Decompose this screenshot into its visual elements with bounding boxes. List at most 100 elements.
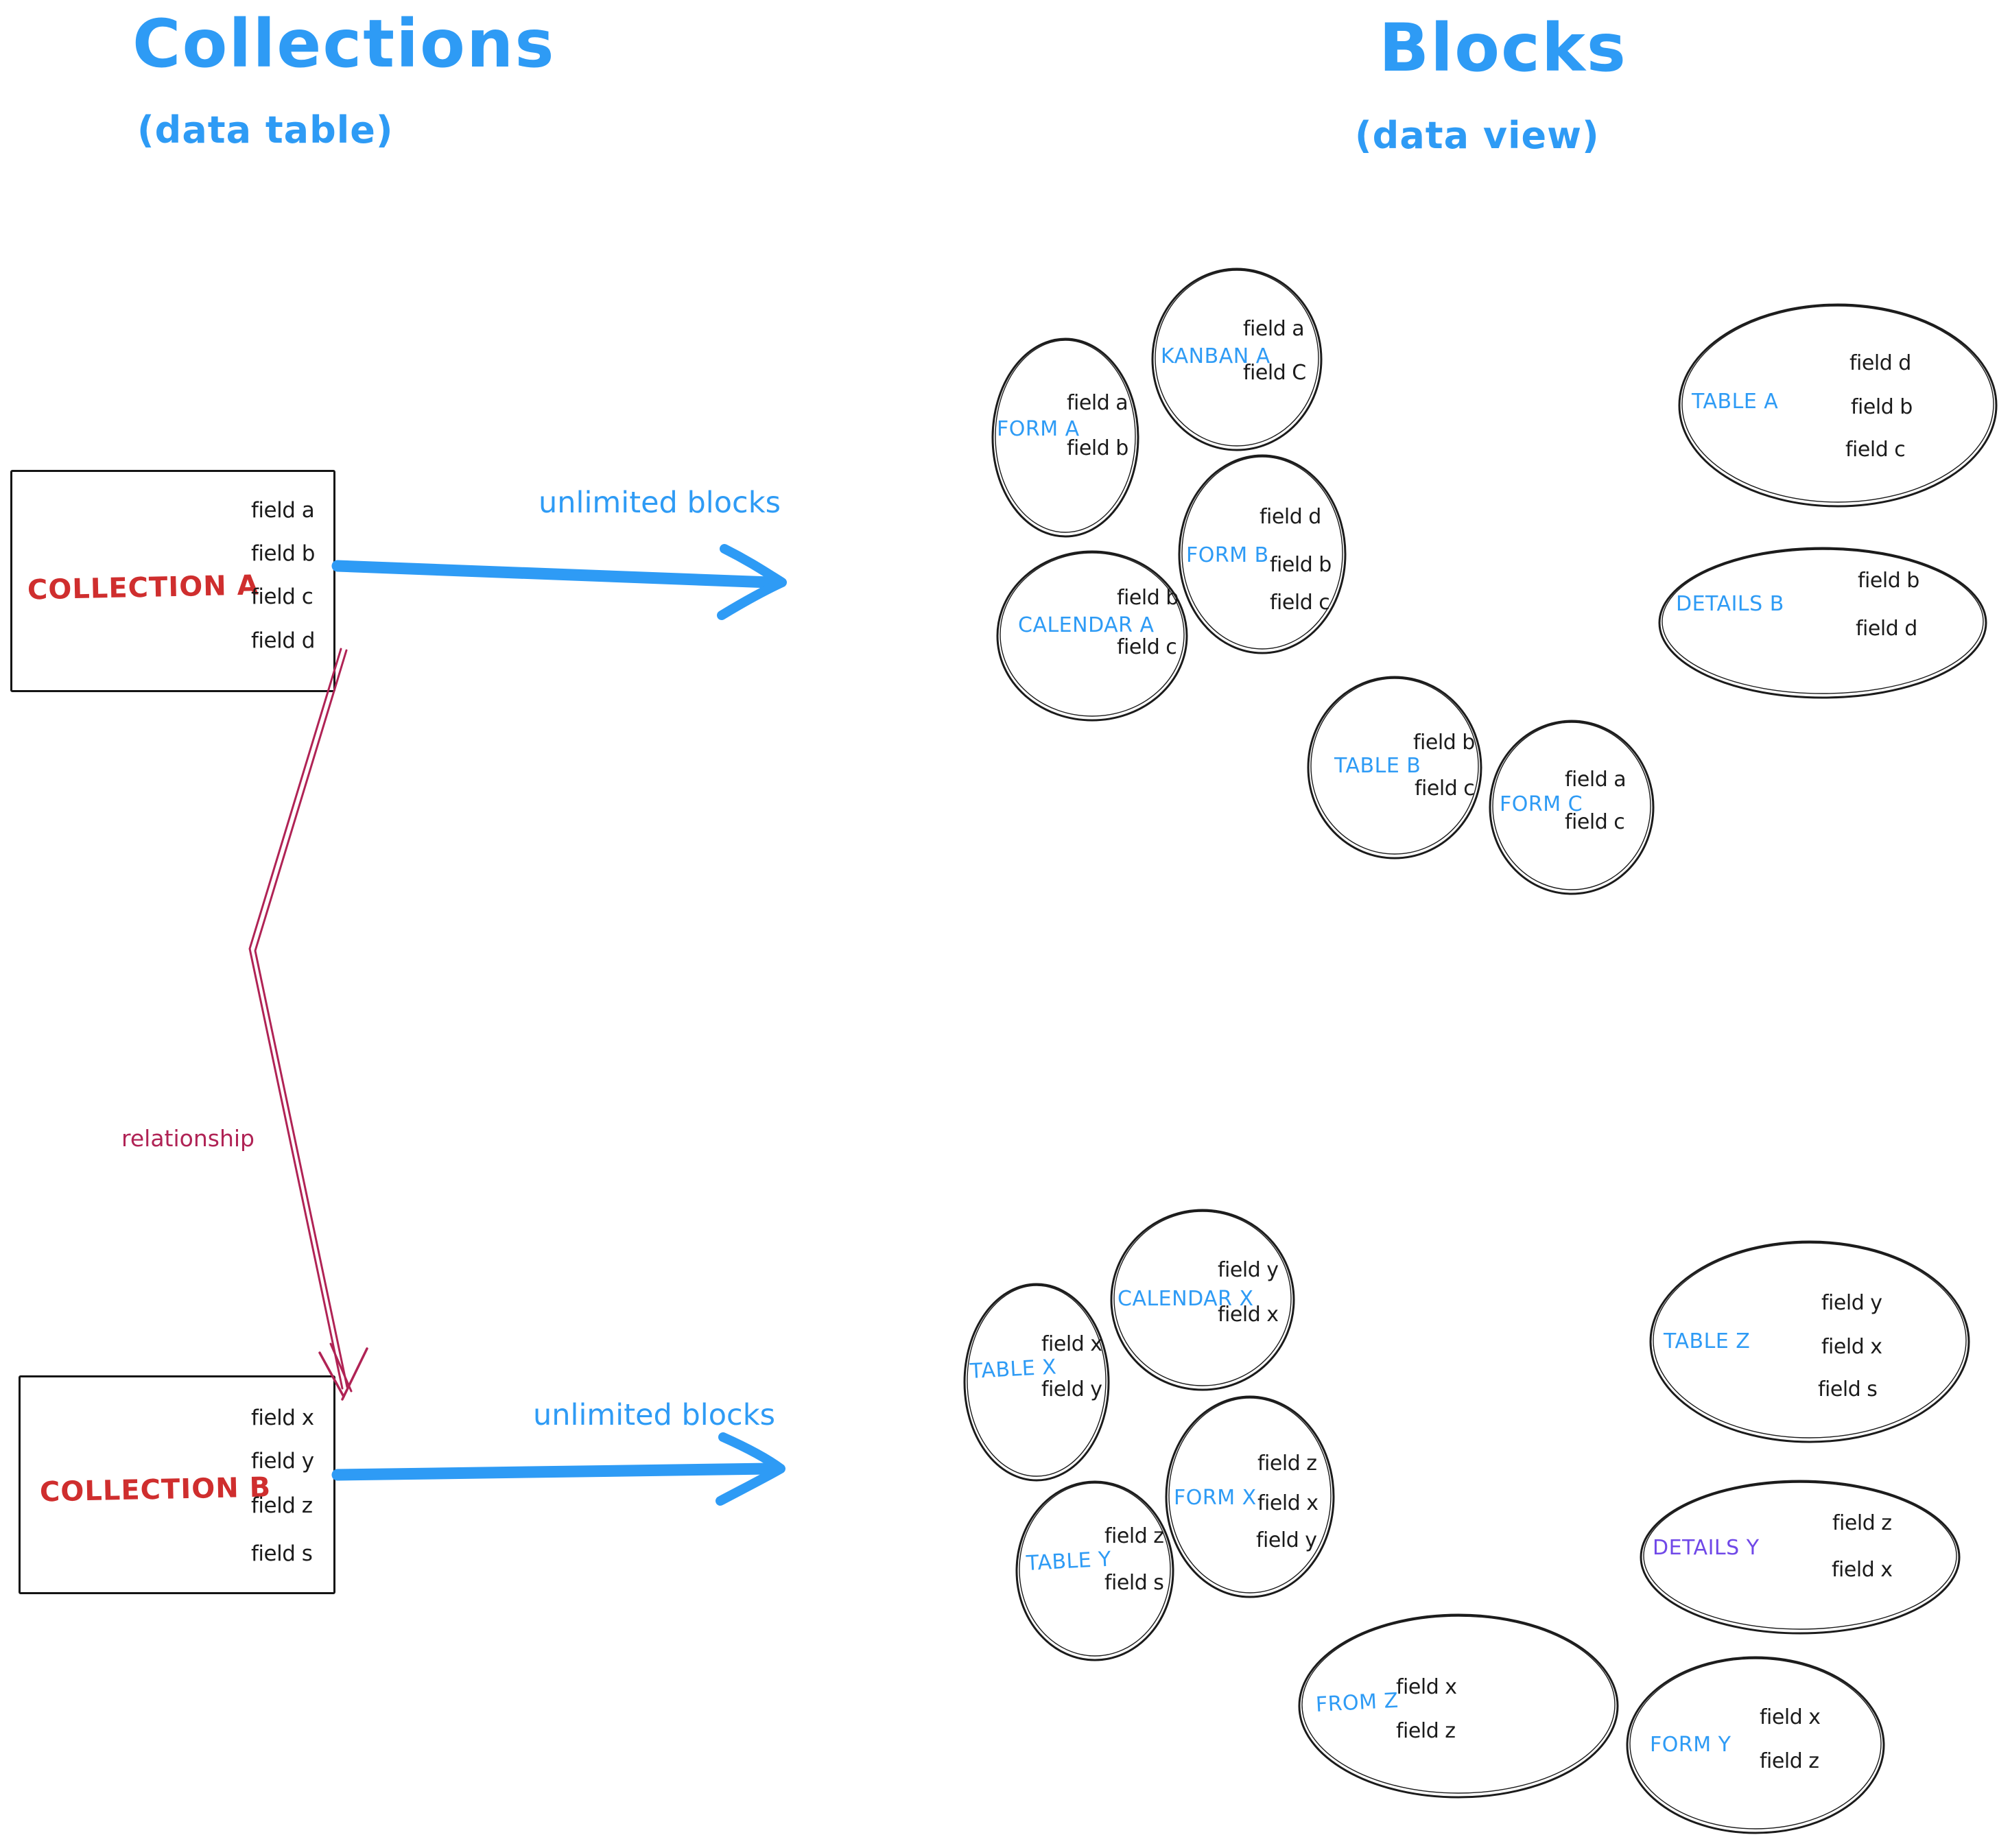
block-calendar-x: CALENDAR X field y field x: [1109, 1207, 1297, 1393]
collection-a-box: COLLECTION A field a field b field c fie…: [10, 470, 335, 692]
block-field: field x: [1218, 1303, 1279, 1327]
block-label: TABLE Z: [1664, 1329, 1751, 1353]
ellipse-outline: [963, 1283, 1110, 1482]
ellipse-outline: [1307, 676, 1482, 860]
block-field: field z: [1832, 1511, 1892, 1535]
ellipse-outline: [1658, 547, 1987, 699]
block-details-b: DETAILS B field b field d: [1657, 545, 1989, 700]
block-field: field b: [1858, 569, 1919, 593]
ellipse-outline: [1489, 720, 1655, 895]
block-field: field y: [1821, 1291, 1882, 1315]
block-label: KANBAN A: [1161, 344, 1270, 368]
block-table-x: TABLE X field x field y: [962, 1281, 1111, 1484]
block-field: field c: [1845, 438, 1906, 462]
collection-a-name: COLLECTION A: [27, 569, 259, 606]
block-field: field x: [1760, 1705, 1821, 1729]
collection-b-name: COLLECTION B: [39, 1471, 272, 1508]
block-label: CALENDAR X: [1118, 1287, 1254, 1311]
block-table-b: TABLE B field b field c: [1305, 674, 1484, 861]
block-label: TABLE Y: [1026, 1547, 1112, 1576]
block-form-y: FORM Y field x field z: [1624, 1655, 1887, 1836]
block-field: field d: [1260, 505, 1321, 529]
ellipse-outline: [1640, 1480, 1961, 1635]
block-field: field y: [1218, 1258, 1279, 1282]
block-from-z: FROM Z field x field z: [1297, 1612, 1621, 1801]
collection-b-field: field s: [251, 1541, 313, 1566]
block-field: field x: [1821, 1335, 1882, 1359]
block-field: field y: [1041, 1377, 1102, 1401]
block-field: field x: [1041, 1332, 1102, 1356]
ellipse-outline: [1626, 1656, 1885, 1834]
ellipse-outline: [996, 550, 1188, 722]
block-table-a: TABLE A field d field b field c: [1677, 302, 1999, 509]
block-label: DETAILS B: [1676, 592, 1784, 616]
collection-a-field: field c: [251, 584, 314, 609]
block-table-z: TABLE Z field y field x field s: [1648, 1239, 1972, 1445]
ellipse-outline: [1015, 1480, 1174, 1661]
collection-a-field: field a: [251, 498, 315, 523]
unlimited-blocks-label-a: unlimited blocks: [539, 486, 781, 520]
ellipse-outline: [1298, 1613, 1619, 1799]
block-field: field d: [1856, 617, 1917, 641]
block-field: field a: [1067, 391, 1128, 415]
block-label: FORM X: [1174, 1486, 1257, 1510]
block-form-c: FORM C field a field c: [1487, 718, 1656, 897]
block-form-a: FORM A field a field b: [990, 336, 1141, 539]
collection-a-field: field b: [251, 541, 315, 566]
block-field: field a: [1565, 768, 1627, 792]
block-field: field y: [1256, 1528, 1317, 1552]
block-field: field c: [1565, 810, 1625, 834]
block-label: FORM C: [1500, 792, 1583, 816]
block-field: field z: [1104, 1524, 1164, 1548]
block-field: field x: [1396, 1675, 1457, 1699]
blocks-title: Blocks: [1379, 10, 1627, 86]
block-field: field d: [1849, 351, 1911, 375]
ellipse-outline: [1178, 454, 1347, 654]
block-field: field c: [1270, 591, 1330, 615]
block-label: FORM B: [1186, 543, 1269, 567]
block-form-b: FORM B field d field b field c: [1177, 453, 1348, 656]
ellipse-outline: [1110, 1209, 1295, 1391]
collection-b-box: COLLECTION B field x field y field z fie…: [19, 1375, 335, 1594]
unlimited-blocks-arrow-b: [331, 1432, 785, 1506]
block-field: field b: [1413, 731, 1475, 755]
block-field: field b: [1270, 553, 1332, 577]
block-field: field x: [1257, 1491, 1319, 1515]
block-field: field x: [1832, 1558, 1893, 1582]
block-label: FORM A: [997, 417, 1080, 441]
block-field: field b: [1851, 395, 1913, 419]
unlimited-blocks-arrow-a: [331, 544, 787, 620]
ellipse-outline: [1151, 268, 1323, 451]
block-kanban-a: KANBAN A field a field C: [1150, 266, 1324, 453]
block-field: field z: [1760, 1749, 1819, 1773]
block-field: field C: [1243, 361, 1306, 385]
block-field: field z: [1396, 1719, 1456, 1743]
block-label: CALENDAR A: [1018, 613, 1155, 637]
unlimited-blocks-label-b: unlimited blocks: [533, 1398, 776, 1432]
ellipse-outline: [1649, 1240, 1970, 1443]
ellipse-outline: [991, 337, 1139, 538]
blocks-subtitle: (data view): [1355, 114, 1600, 157]
block-field: field s: [1818, 1377, 1878, 1401]
block-label: FORM Y: [1650, 1733, 1731, 1757]
block-field: field c: [1117, 635, 1177, 659]
collection-a-field: field d: [251, 628, 315, 653]
relationship-label: relationship: [121, 1125, 255, 1152]
collection-b-field: field z: [251, 1493, 313, 1518]
block-form-x: FORM X field z field x field y: [1163, 1394, 1336, 1600]
collection-b-field: field x: [251, 1406, 314, 1430]
ellipse-outline: [1165, 1395, 1335, 1598]
block-calendar-a: CALENDAR A field b field c: [995, 549, 1190, 724]
block-table-y: TABLE Y field z field s: [1014, 1479, 1177, 1663]
block-field: field s: [1104, 1571, 1164, 1595]
relationship-arrow: [248, 648, 368, 1401]
ellipse-outline: [1678, 303, 1998, 508]
block-field: field z: [1257, 1452, 1317, 1476]
block-label: DETAILS Y: [1653, 1536, 1760, 1560]
block-label: FROM Z: [1315, 1688, 1399, 1717]
block-details-y: DETAILS Y field z field x: [1638, 1478, 1962, 1636]
block-label: TABLE B: [1334, 754, 1421, 778]
block-field: field b: [1117, 586, 1179, 610]
collections-title: Collections: [132, 5, 556, 82]
